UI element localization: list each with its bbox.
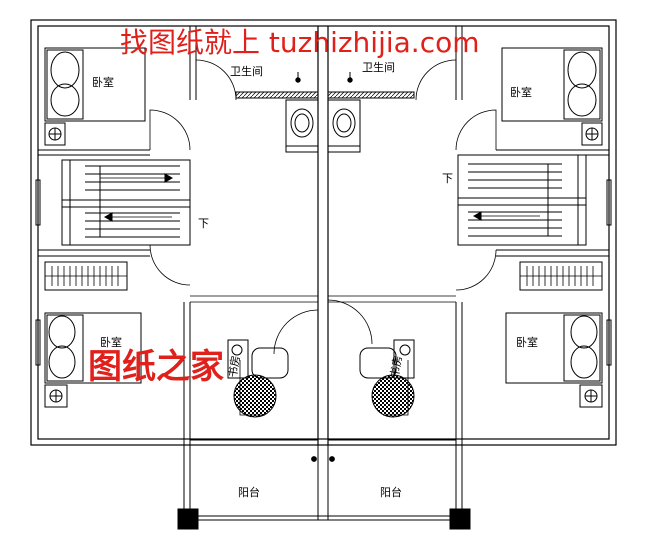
bedroom-label-bottom-right: 卧室 [516, 335, 538, 349]
bedroom-label-bottom-left: 卧室 [100, 335, 122, 349]
bedroom-bottom-left [35, 249, 191, 445]
bedroom-top-left [38, 26, 197, 156]
balcony-label-right: 阳台 [380, 485, 402, 499]
watermark-top: 找图纸就上 tuzhizhijia.com [120, 26, 480, 59]
bedroom-bottom-right [455, 249, 612, 445]
watermark-middle: 图纸之家 [88, 347, 224, 387]
bedroom-label-top-right: 卧室 [510, 85, 532, 99]
staircase-left [35, 159, 191, 246]
study-left [190, 339, 318, 441]
corridor-left [149, 244, 319, 355]
bathroom-label-right: 卫生间 [362, 60, 395, 74]
bathroom-left [195, 59, 319, 153]
study-right [328, 339, 456, 441]
outer-walls [30, 19, 617, 446]
bathroom-label-left: 卫生间 [230, 64, 263, 78]
stair-down-label-left: 下 [198, 217, 209, 230]
staircase-right [457, 154, 612, 246]
party-wall [317, 26, 329, 445]
balcony [177, 445, 471, 530]
bedroom-label-top-left: 卧室 [92, 75, 114, 89]
study-label-right: 书房 [388, 355, 405, 379]
stair-down-label-right: 下 [442, 172, 453, 185]
study-label-left: 书房 [226, 355, 243, 379]
bathroom-right [327, 59, 457, 153]
balcony-label-left: 阳台 [238, 485, 260, 499]
corridor-right [327, 249, 497, 345]
